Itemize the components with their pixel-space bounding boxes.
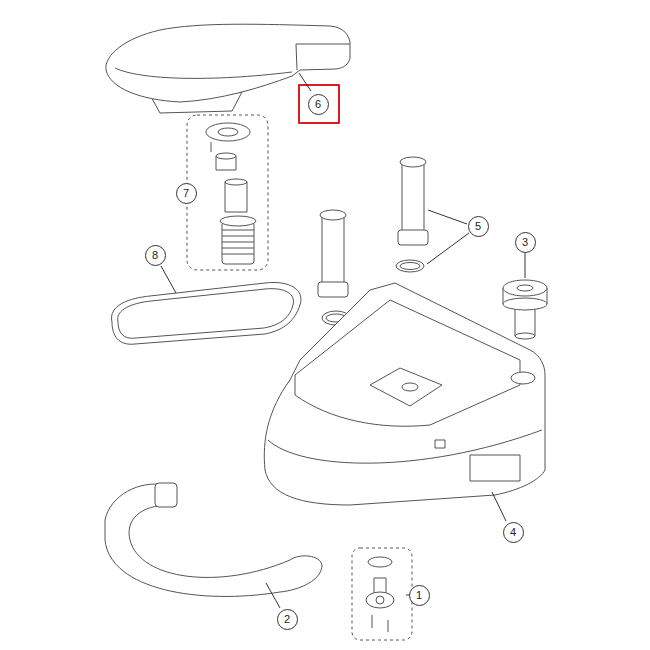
gasket-part — [112, 266, 301, 344]
callout-number: 3 — [522, 237, 528, 248]
base-tank-part — [264, 283, 545, 521]
callout-number: 5 — [475, 221, 481, 232]
handle-part — [105, 483, 322, 608]
valve-assembly — [352, 548, 412, 640]
callout-number: 2 — [284, 614, 290, 625]
callout-circle: 3 — [515, 232, 536, 253]
callout-number: 8 — [152, 250, 158, 261]
callout-circle: 5 — [468, 216, 489, 237]
callout-number: 7 — [183, 188, 189, 199]
callout-number: 4 — [510, 527, 516, 538]
filter-assembly — [185, 115, 268, 270]
callout-circle: 2 — [277, 609, 298, 630]
callout-circle: 1 — [409, 585, 430, 606]
knob-part — [503, 253, 547, 339]
callout-circle: 8 — [145, 245, 166, 266]
callout-number: 1 — [416, 590, 422, 601]
callout-circle: 4 — [503, 522, 524, 543]
callout-circle: 7 — [176, 183, 197, 204]
highlight-box — [299, 85, 339, 123]
callout-number: 6 — [315, 99, 321, 110]
callout-circle: 6 — [308, 94, 329, 115]
